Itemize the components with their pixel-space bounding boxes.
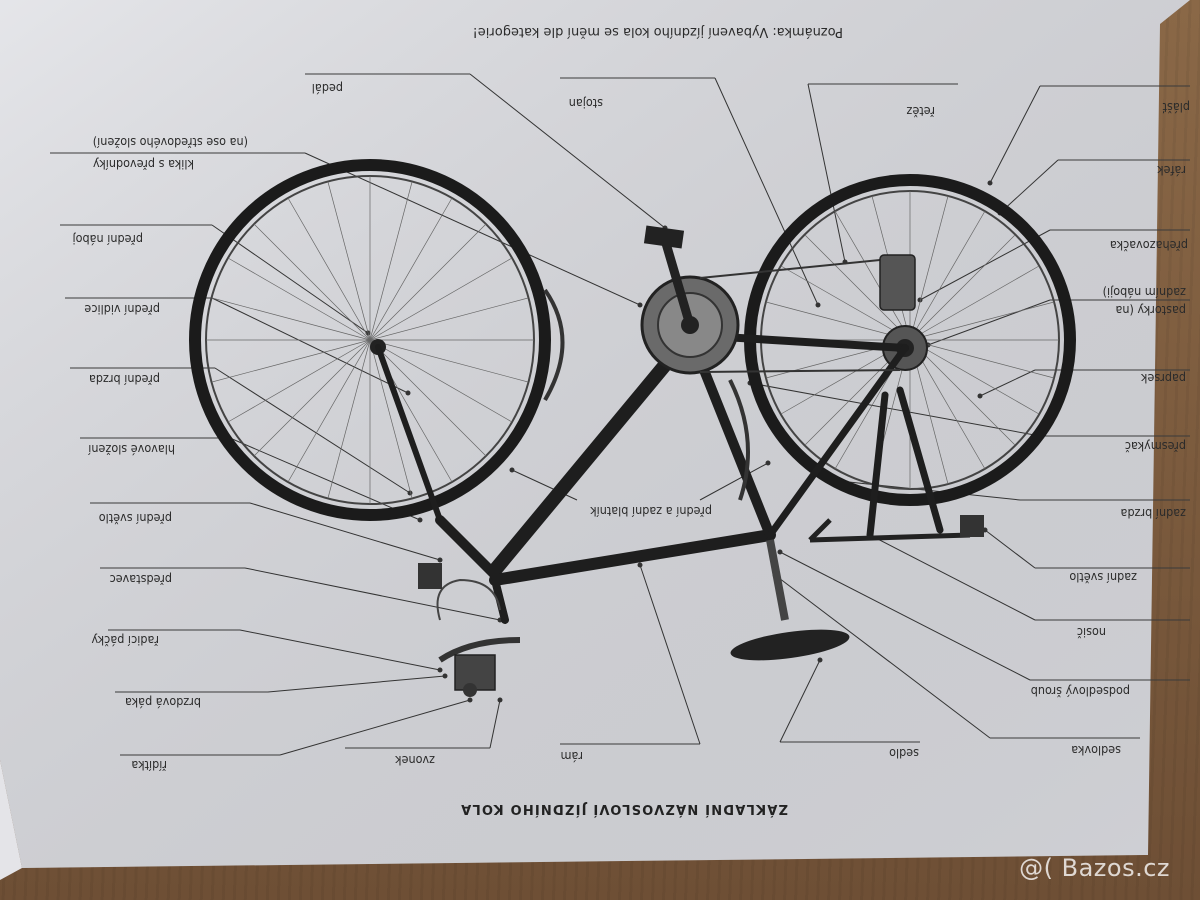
label-stojan: stojan [569, 96, 603, 111]
front-light [418, 563, 442, 589]
chain [699, 257, 901, 373]
label-predni-brzda: přední brzda [89, 372, 160, 387]
seat-post [766, 539, 789, 621]
diagram-title: ZÁKLADNÍ NÁZVOSLOVÍ JÍZDNÍHO KOLA [460, 801, 788, 817]
frame [375, 328, 909, 624]
label-pastorky-2: zadním náboji) [1103, 285, 1186, 300]
label-pastorky-1: pastorky (na [1116, 303, 1187, 318]
rear-light [960, 515, 984, 537]
rear-rack [808, 518, 971, 543]
label-riditka: řídítka [131, 758, 167, 773]
label-predstavec: představec [110, 572, 172, 587]
label-pedal: pedál [312, 81, 343, 96]
label-predni-naboj: přední náboj [72, 232, 143, 247]
label-prehazovacka: přehazovačka [1110, 238, 1188, 253]
label-predni-zadni-blatnik: přední a zadní blatník [590, 504, 712, 519]
label-zadni-brzda: zadní brzda [1121, 506, 1186, 521]
label-predni-svetlo: přední světlo [99, 511, 172, 526]
label-zvonek: zvonek [395, 753, 435, 768]
watermark: @( Bazos.cz [1019, 854, 1170, 882]
rear-derailleur [879, 254, 916, 311]
kickstand [866, 386, 944, 539]
label-predni-vidlice: přední vidlice [84, 302, 160, 317]
label-ratek: ráfek [1157, 163, 1186, 178]
label-radici-packy: řadicí páčky [91, 633, 159, 648]
label-nosic: nosič [1077, 625, 1106, 640]
label-sedlovka: sedlovka [1071, 743, 1121, 758]
label-zadni-svetlo: zadní světlo [1069, 570, 1137, 585]
rear-fender [728, 379, 750, 501]
label-underlines [50, 73, 1190, 756]
label-plast: plášť [1162, 100, 1190, 115]
chainring [640, 225, 740, 375]
label-hlavove-slozeni: hlavové složení [87, 442, 175, 457]
label-retez: řetěz [906, 104, 935, 119]
note-text: Poznámka: Vybavení jízdního kola se mění… [473, 24, 843, 39]
left-wheel [189, 159, 551, 521]
label-podsedlovy-sroub: podsedlový šroub [1031, 684, 1130, 699]
label-paprsek: paprsek [1140, 371, 1186, 386]
bicycle-illustration [189, 159, 1076, 697]
label-klika-2: (na ose středového složení) [93, 135, 248, 150]
saddle [730, 629, 850, 661]
label-brzdova-paka: brzdová páka [125, 695, 201, 710]
label-ram: rám [561, 749, 583, 764]
front-fender [543, 288, 565, 402]
label-klika-1: klika s převodníky [93, 157, 194, 172]
label-sedlo: sedlo [889, 746, 919, 761]
label-presmykac: přesmykač [1125, 439, 1186, 454]
diagram-text-layer: Poznámka: Vybavení jízdního kola se mění… [72, 24, 1190, 817]
handlebars [436, 578, 521, 697]
